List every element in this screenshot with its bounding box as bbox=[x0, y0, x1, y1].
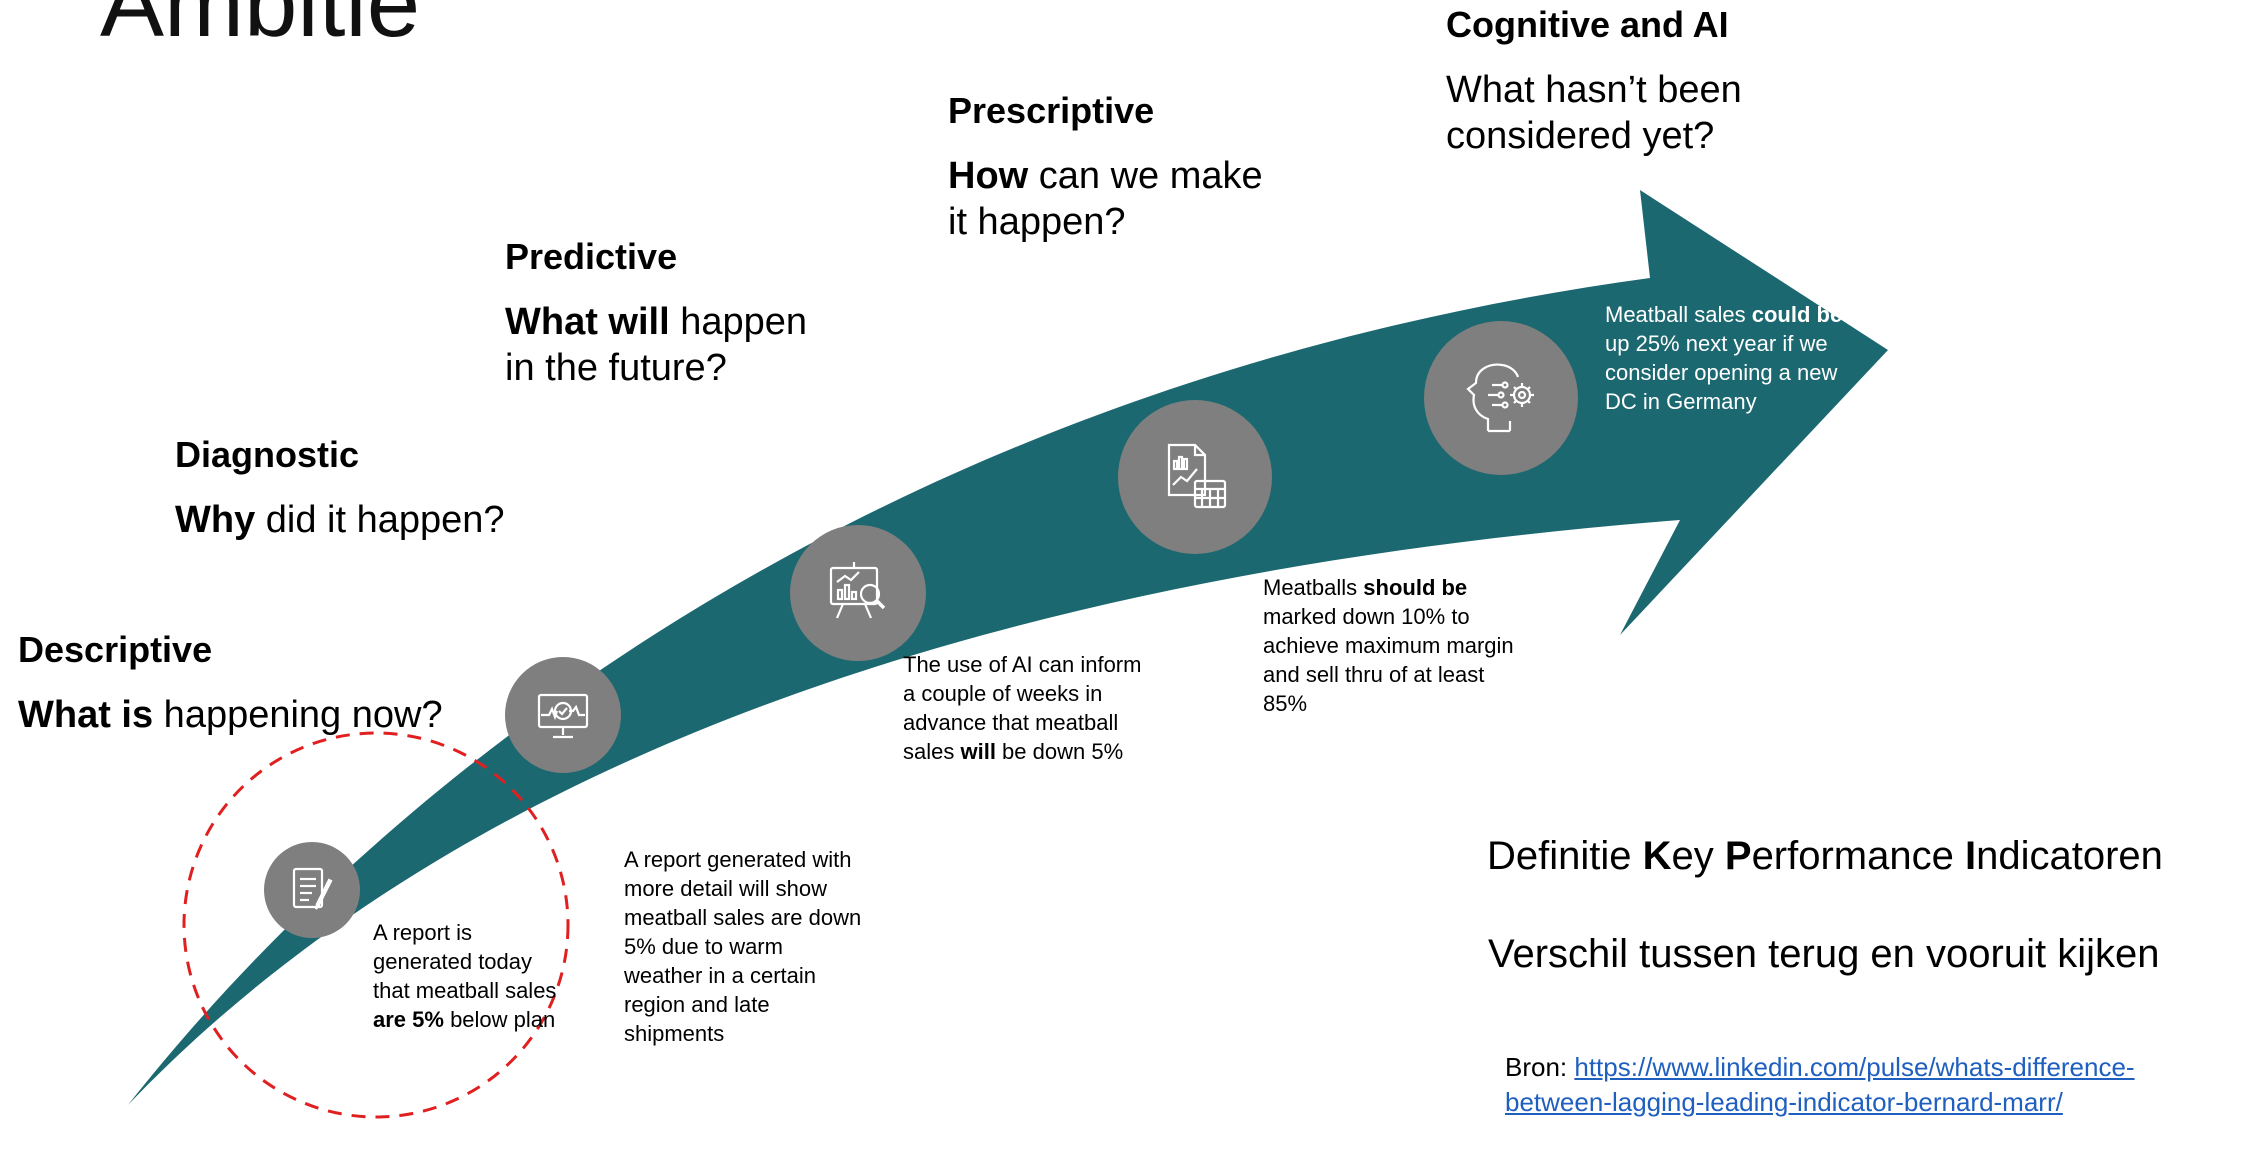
ai-head-gear-icon bbox=[1466, 363, 1534, 433]
stage-cognitive: Cognitive and AI What hasn’t been consid… bbox=[1446, 3, 1776, 159]
report-calculator-icon bbox=[1167, 443, 1227, 509]
desc-diagnostic: A report generated with more detail will… bbox=[624, 847, 862, 1046]
stage-question: What is happening now? bbox=[18, 694, 443, 736]
cognitive-circle bbox=[1424, 321, 1578, 475]
stage-name: Prescriptive bbox=[948, 90, 1155, 131]
stage-question: How can we make it happen? bbox=[948, 155, 1263, 243]
stage-prescriptive: Prescriptive How can we make it happen? bbox=[948, 89, 1278, 245]
desc-cognitive: Meatball sales could be up 25% next year… bbox=[1605, 302, 1843, 414]
stage-name: Diagnostic bbox=[175, 434, 360, 475]
source-citation: Bron: https://www.linkedin.com/pulse/wha… bbox=[1505, 1050, 2205, 1120]
stage-name: Descriptive bbox=[18, 629, 213, 670]
prescriptive-circle bbox=[1118, 400, 1272, 554]
predictive-circle bbox=[790, 525, 926, 661]
verschil-line: Verschil tussen terug en vooruit kijken bbox=[1488, 932, 2160, 976]
stage-name: Predictive bbox=[505, 236, 678, 277]
document-pen-icon bbox=[292, 867, 333, 910]
source-link[interactable]: https://www.linkedin.com/pulse/whats-dif… bbox=[1505, 1052, 2135, 1117]
source-label: Bron: bbox=[1505, 1052, 1575, 1082]
stage-question: Why did it happen? bbox=[175, 499, 505, 541]
desc-prescriptive: Meatballs should be marked down 10% to a… bbox=[1263, 575, 1514, 716]
highlight-dashed-circle bbox=[182, 731, 570, 1119]
stage-descriptive: Descriptive What is happening now? bbox=[18, 628, 443, 738]
desc-descriptive: A report is generated today that meatbal… bbox=[373, 920, 557, 1032]
stage-name: Cognitive and AI bbox=[1446, 4, 1729, 45]
stage-diagnostic: Diagnostic Why did it happen? bbox=[175, 433, 505, 543]
stage-question: What hasn’t been considered yet? bbox=[1446, 69, 1742, 157]
presentation-search-icon bbox=[829, 562, 886, 619]
definitie-kpi-line: Definitie Key Performance Indicatoren bbox=[1487, 834, 2163, 878]
stage-predictive: Predictive What will happen in the futur… bbox=[505, 235, 835, 391]
diagnostic-circle bbox=[505, 657, 621, 773]
desc-predictive: The use of AI can inform a couple of wee… bbox=[903, 652, 1142, 764]
descriptive-circle bbox=[264, 842, 360, 938]
stage-question: What will happen in the future? bbox=[505, 301, 808, 389]
monitor-check-icon bbox=[537, 693, 589, 739]
page-title: Ambitie bbox=[100, 0, 421, 57]
